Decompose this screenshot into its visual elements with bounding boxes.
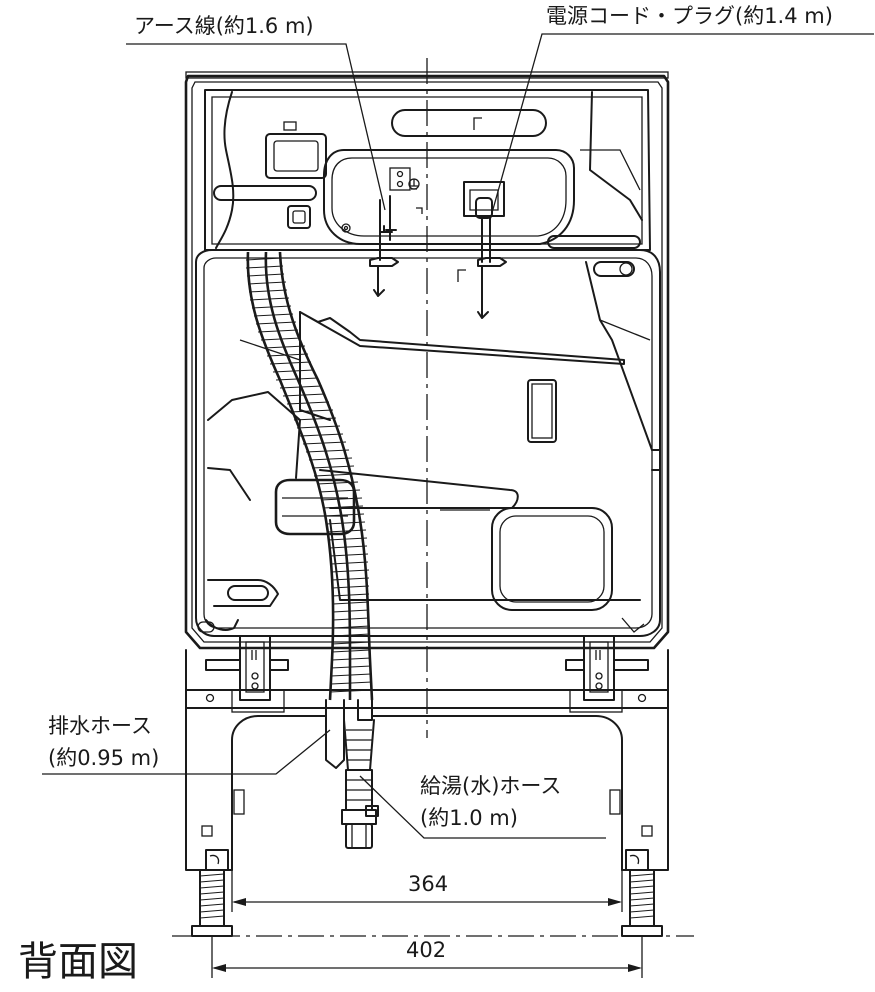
drain-hose-length: (約0.95 m) bbox=[48, 746, 160, 770]
leader-lines bbox=[42, 33, 874, 839]
hose-ribs bbox=[245, 257, 373, 693]
power-cord-leader bbox=[489, 33, 874, 221]
supply-hose-fitting bbox=[341, 719, 379, 849]
drain-hose-label: 排水ホース bbox=[48, 714, 152, 738]
dimension-inner bbox=[231, 870, 623, 912]
drain-hose-leader bbox=[42, 729, 331, 775]
drain-hose bbox=[245, 251, 374, 769]
leg-screw-left bbox=[191, 869, 233, 937]
supply-hose-leader bbox=[359, 775, 606, 839]
view-title: 背面図 bbox=[18, 939, 138, 985]
earth-wire-leader bbox=[126, 43, 386, 211]
leg-screw-right bbox=[621, 869, 663, 937]
supply-hose-label: 給湯(水)ホース bbox=[420, 774, 562, 798]
stand-frame bbox=[185, 635, 669, 937]
earth-wire-label: アース線(約1.6 m) bbox=[134, 14, 314, 38]
cabinet-body bbox=[184, 71, 670, 650]
inner-tub bbox=[195, 249, 661, 637]
power-cord-label: 電源コード・プラグ(約1.4 m) bbox=[546, 4, 833, 28]
dimension-outer-value: 402 bbox=[406, 938, 447, 962]
supply-hose-length: (約1.0 m) bbox=[420, 806, 518, 830]
dimension-outer bbox=[211, 936, 643, 978]
dimension-inner-value: 364 bbox=[408, 872, 449, 896]
